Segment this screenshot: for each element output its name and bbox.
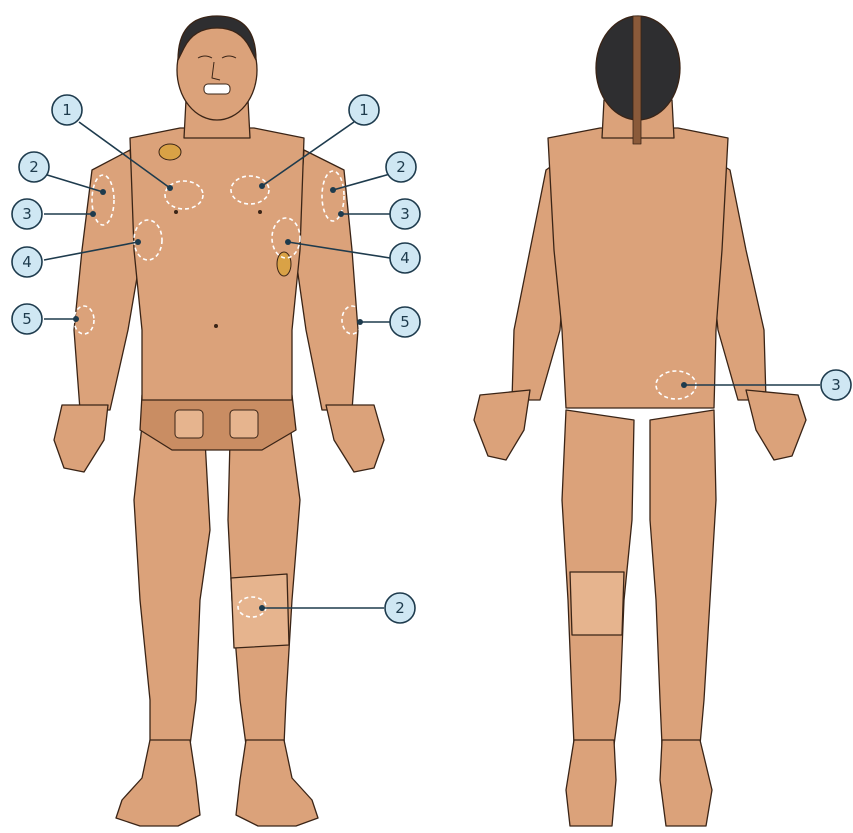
back-torso <box>548 128 728 408</box>
svg-text:5: 5 <box>22 310 32 328</box>
back-left-hand <box>746 390 806 460</box>
back-left-foot <box>660 740 712 826</box>
back-right-hand <box>474 390 530 460</box>
front-left-arm <box>296 150 358 410</box>
front-right-hand <box>54 405 108 472</box>
front-pelvis <box>140 395 296 450</box>
front-knee-segment <box>231 574 289 648</box>
front-chest-port <box>159 144 181 160</box>
callout-front-2-left: 2 <box>19 152 49 182</box>
svg-text:3: 3 <box>831 376 841 394</box>
svg-text:1: 1 <box>62 101 72 119</box>
svg-text:2: 2 <box>29 158 39 176</box>
front-side-port <box>277 252 291 276</box>
callout-front-2-knee: 2 <box>385 593 415 623</box>
back-figure <box>474 16 806 826</box>
svg-text:3: 3 <box>400 205 410 223</box>
svg-text:3: 3 <box>22 205 32 223</box>
callout-back-3: 3 <box>821 370 851 400</box>
svg-text:1: 1 <box>359 101 369 119</box>
callout-front-1-right: 1 <box>349 95 379 125</box>
svg-text:4: 4 <box>400 249 410 267</box>
back-calf-segment <box>570 572 624 635</box>
back-left-leg <box>650 410 716 745</box>
callout-front-3-right: 3 <box>390 199 420 229</box>
callout-front-5-left: 5 <box>12 304 42 334</box>
callout-front-2-right: 2 <box>386 152 416 182</box>
svg-text:4: 4 <box>22 253 32 271</box>
svg-text:2: 2 <box>396 158 406 176</box>
front-left-hand <box>326 405 384 472</box>
back-right-foot <box>566 740 616 826</box>
callout-front-4-right: 4 <box>390 243 420 273</box>
front-right-arm <box>74 150 140 410</box>
front-left-foot <box>236 740 318 826</box>
front-figure <box>54 16 384 826</box>
back-zipper <box>633 16 641 144</box>
callout-front-4-left: 4 <box>12 247 42 277</box>
front-right-leg <box>134 425 210 745</box>
callout-front-3-left: 3 <box>12 199 42 229</box>
svg-text:2: 2 <box>395 599 405 617</box>
front-right-foot <box>116 740 200 826</box>
callout-front-5-right: 5 <box>390 307 420 337</box>
callout-front-1-left: 1 <box>52 95 82 125</box>
svg-text:5: 5 <box>400 313 410 331</box>
